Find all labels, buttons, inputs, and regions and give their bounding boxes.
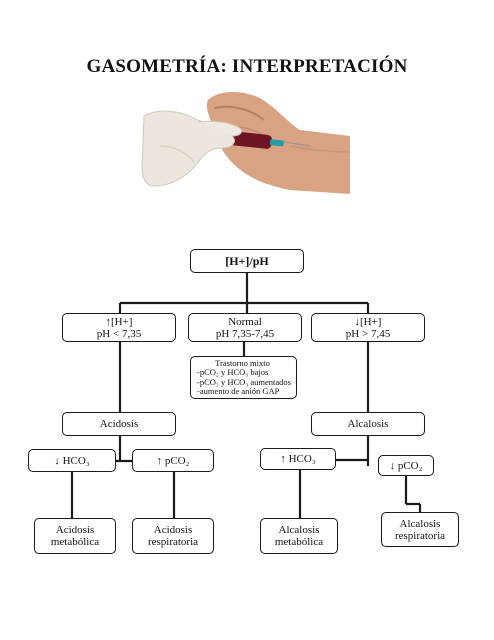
- root-node-h-ph: [H+]/pH: [190, 249, 304, 273]
- arterial-blood-sample-photo: [141, 91, 350, 194]
- node-high-h-line1: ↑[H+]: [105, 315, 133, 328]
- node-low-h-line1: ↓[H+]: [354, 315, 382, 328]
- node-acid-low-hco3: ↓ HCO₃: [28, 449, 116, 472]
- node-acid-high-pco2: ↑ pCO₂: [132, 449, 214, 472]
- node-acid-resp-line1: Acidosis: [153, 524, 193, 536]
- page-title: GASOMETRÍA: INTERPRETACIÓN: [86, 56, 408, 77]
- node-acidosis-respiratoria: Acidosis respiratoria: [132, 518, 214, 554]
- node-acid-low-hco3-label: ↓ HCO₃: [54, 454, 90, 467]
- node-alcalosis-respiratoria: Alcalosis respiratoria: [381, 512, 459, 547]
- node-alk-low-pco2: ↓ pCO₂: [378, 455, 434, 476]
- node-acid-met-line1: Acidosis: [55, 524, 95, 536]
- node-alcalosis-label: Alcalosis: [347, 418, 389, 430]
- node-mixed-line4: -aumento de anión GAP: [197, 386, 280, 396]
- node-low-h: ↓[H+] pH > 7,45: [311, 313, 425, 342]
- node-mixed-disorder: Trastorno mixto -pCO₂ y HCO₃ bajos -pCO₂…: [190, 356, 297, 399]
- node-acidosis-label: Acidosis: [99, 418, 139, 430]
- node-acidosis-metabolica: Acidosis metabólica: [34, 518, 116, 554]
- gloved-hand: [141, 110, 235, 187]
- node-mixed-line2: -pCO₂ y HCO₃ bajos: [197, 367, 269, 377]
- node-acidosis: Acidosis: [62, 412, 176, 436]
- node-alcalosis: Alcalosis: [311, 412, 425, 436]
- node-high-h: ↑[H+] pH < 7,35: [62, 313, 176, 342]
- node-normal-line1: Normal: [228, 315, 262, 328]
- node-mixed-line3: -pCO₂ y HCO₃ aumentados: [197, 376, 291, 387]
- node-alk-low-pco2-label: ↓ pCO₂: [389, 459, 423, 472]
- node-alk-high-hco3-label: ↑ HCO₃: [280, 453, 316, 465]
- node-acid-met-line2: metabólica: [50, 536, 100, 548]
- node-mixed-line1: Trastorno mixto: [215, 357, 270, 368]
- node-acid-high-pco2-label: ↑ pCO₂: [156, 454, 190, 467]
- node-alk-high-hco3: ↑ HCO₃: [260, 448, 336, 470]
- node-normal: Normal pH 7,35-7,45: [188, 313, 302, 342]
- node-alcalosis-metabolica: Alcalosis metabólica: [260, 518, 338, 554]
- node-alk-met-line1: Alcalosis: [278, 524, 320, 536]
- node-normal-line2: pH 7,35-7,45: [215, 327, 275, 340]
- node-alk-resp-line2: respiratoria: [394, 529, 446, 542]
- root-node-label: [H+]/pH: [225, 254, 269, 268]
- node-alk-met-line2: metabólica: [274, 536, 324, 548]
- node-high-h-line2: pH < 7,35: [96, 327, 142, 340]
- node-alk-resp-line1: Alcalosis: [399, 517, 441, 530]
- node-acid-resp-line2: respiratoria: [147, 536, 199, 548]
- node-low-h-line2: pH > 7,45: [345, 327, 391, 340]
